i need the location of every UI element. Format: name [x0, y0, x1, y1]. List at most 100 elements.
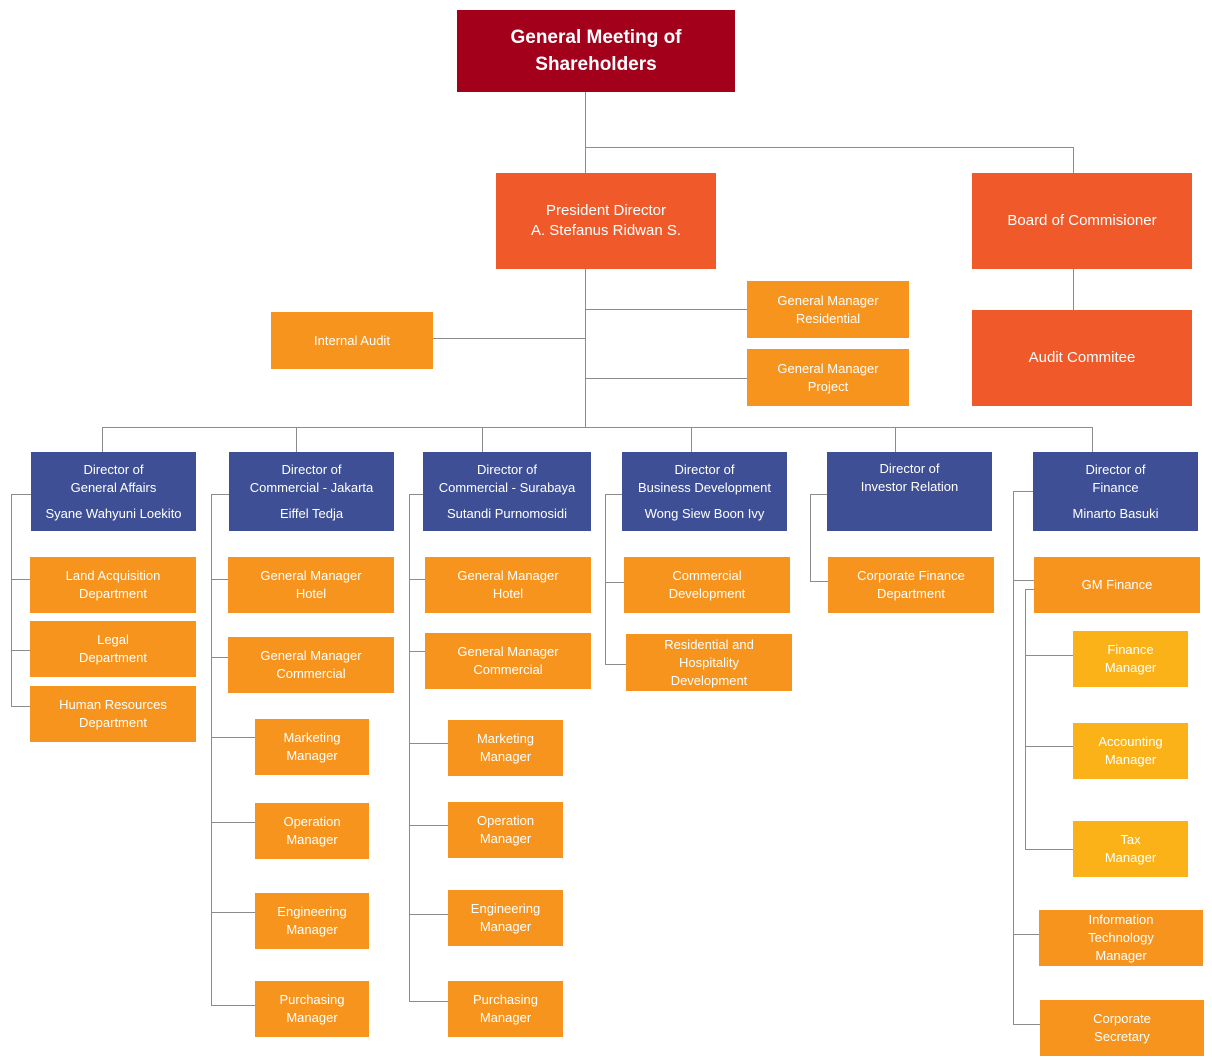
it-manager-box: Information Technology Manager: [1039, 910, 1203, 966]
unit-line2: Hotel: [492, 586, 524, 601]
general-meeting-line1: General Meeting of: [510, 27, 682, 48]
unit-line1: General Manager: [457, 644, 559, 659]
marketing-manager-jakarta-box: Marketing Manager: [255, 719, 369, 775]
unit-line1: Tax: [1120, 832, 1141, 847]
unit-line2: Manager: [479, 1010, 532, 1025]
human-resources-box: Human Resources Department: [30, 686, 196, 742]
unit-line2: Department: [79, 715, 147, 730]
unit-line3: Manager: [1095, 948, 1147, 963]
unit-line1: Purchasing: [472, 992, 539, 1007]
gm-commercial-jakarta-box: General Manager Commercial: [228, 637, 394, 693]
gm-residential-line2: Residential: [795, 310, 861, 326]
director-title-line2: Commercial - Surabaya: [438, 479, 576, 495]
unit-line2: Manager: [286, 1010, 338, 1025]
gm-project-box: General Manager Project: [747, 349, 909, 406]
director-general-affairs-box: Director of General Affairs Syane Wahyun…: [31, 452, 196, 531]
audit-committee-box: Audit Commitee: [972, 310, 1192, 406]
director-title-line2: Finance: [1092, 479, 1139, 495]
land-acquisition-box: Land Acquisition Department: [30, 557, 196, 613]
unit-line1: General Manager: [457, 568, 559, 583]
audit-committee-label: Audit Commitee: [1028, 349, 1136, 366]
director-title-line2: Business Development: [638, 479, 771, 495]
director-name: Syane Wahyuni Loekito: [45, 505, 182, 521]
director-name: Minarto Basuki: [1072, 505, 1159, 521]
director-name: Eiffel Tedja: [279, 505, 344, 521]
director-title-line1: Director of: [879, 461, 940, 476]
president-director-name: A. Stefanus Ridwan S.: [530, 222, 682, 239]
unit-line1: Operation: [476, 813, 535, 828]
unit-line2: Manager: [479, 919, 532, 934]
unit-line1: GM Finance: [1081, 577, 1153, 592]
unit-line2: Manager: [1104, 850, 1157, 865]
unit-line1: Corporate Finance: [857, 568, 965, 583]
marketing-manager-surabaya-box: Marketing Manager: [448, 720, 563, 776]
unit-line2: Manager: [1104, 660, 1157, 675]
gm-project-line1: General Manager: [777, 360, 879, 376]
director-finance-box: Director of Finance Minarto Basuki: [1033, 452, 1198, 531]
unit-line1: Operation: [283, 814, 341, 829]
general-meeting-line2: Shareholders: [535, 54, 657, 75]
operation-manager-surabaya-box: Operation Manager: [448, 802, 563, 858]
unit-line1: Information: [1088, 912, 1154, 927]
director-title-line2: Commercial - Jakarta: [249, 479, 374, 495]
corporate-finance-box: Corporate Finance Department: [828, 557, 994, 613]
director-title-line1: Director of: [281, 461, 342, 477]
commercial-development-box: Commercial Development: [624, 557, 790, 613]
director-business-development-box: Director of Business Development Wong Si…: [622, 452, 787, 531]
unit-line2: Commercial: [473, 662, 543, 677]
gm-commercial-surabaya-box: General Manager Commercial: [425, 633, 591, 689]
gm-hotel-surabaya-box: General Manager Hotel: [425, 557, 591, 613]
director-name: Wong Siew Boon Ivy: [644, 505, 765, 521]
unit-line2: Department: [79, 650, 147, 665]
unit-line1: Residential and: [664, 636, 754, 652]
unit-line1: Marketing: [476, 731, 535, 746]
unit-line1: Finance: [1107, 642, 1154, 657]
internal-audit-box: Internal Audit: [271, 312, 433, 369]
unit-line2: Commercial: [276, 666, 346, 681]
legal-department-box: Legal Department: [30, 621, 196, 677]
unit-line1: Accounting: [1098, 734, 1163, 749]
finance-manager-box: Finance Manager: [1073, 631, 1188, 687]
board-of-commissioner-box: Board of Commisioner: [972, 173, 1192, 269]
director-title-line1: Director of: [477, 461, 537, 477]
director-title-line1: Director of: [83, 461, 144, 477]
director-title-line1: Director of: [674, 461, 735, 477]
corporate-secretary-box: Corporate Secretary: [1040, 1000, 1204, 1056]
director-name: Sutandi Purnomosidi: [447, 505, 567, 521]
internal-audit-label: Internal Audit: [314, 332, 390, 348]
unit-line2: Manager: [479, 749, 532, 764]
unit-line2: Technology: [1088, 930, 1154, 945]
unit-line1: Purchasing: [279, 992, 345, 1007]
gm-residential-box: General Manager Residential: [747, 281, 909, 338]
president-director-title: President Director: [545, 202, 667, 219]
unit-line2: Manager: [479, 831, 532, 846]
director-commercial-surabaya-box: Director of Commercial - Surabaya Sutand…: [423, 452, 591, 531]
unit-line2: Manager: [286, 748, 338, 763]
gm-project-line2: Project: [807, 378, 849, 394]
general-meeting-box: General Meeting of Shareholders: [457, 10, 735, 92]
unit-line2: Hospitality: [679, 654, 739, 670]
unit-line2: Manager: [286, 922, 338, 937]
director-title-line1: Director of: [1085, 461, 1146, 477]
unit-line2: Development: [668, 586, 746, 601]
president-director-box: President Director A. Stefanus Ridwan S.: [496, 173, 716, 269]
director-commercial-jakarta-box: Director of Commercial - Jakarta Eiffel …: [229, 452, 394, 531]
unit-line1: Marketing: [283, 730, 341, 745]
gm-residential-line1: General Manager: [777, 292, 879, 308]
unit-line2: Manager: [1104, 752, 1157, 767]
board-of-commissioner-label: Board of Commisioner: [1007, 212, 1157, 229]
unit-line2: Hotel: [295, 586, 327, 601]
unit-line1: Land Acquisition: [65, 568, 161, 583]
purchasing-manager-surabaya-box: Purchasing Manager: [448, 981, 563, 1037]
purchasing-manager-jakarta-box: Purchasing Manager: [255, 981, 369, 1037]
unit-line1: Engineering: [470, 901, 541, 916]
accounting-manager-box: Accounting Manager: [1073, 723, 1188, 779]
director-investor-relation-box: Director of Investor Relation: [827, 452, 992, 531]
unit-line1: Commercial: [672, 568, 742, 583]
unit-line1: General Manager: [260, 648, 362, 663]
unit-line2: Department: [79, 586, 147, 601]
unit-line2: Department: [877, 586, 945, 601]
unit-line1: General Manager: [260, 568, 362, 583]
gm-hotel-jakarta-box: General Manager Hotel: [228, 557, 394, 613]
